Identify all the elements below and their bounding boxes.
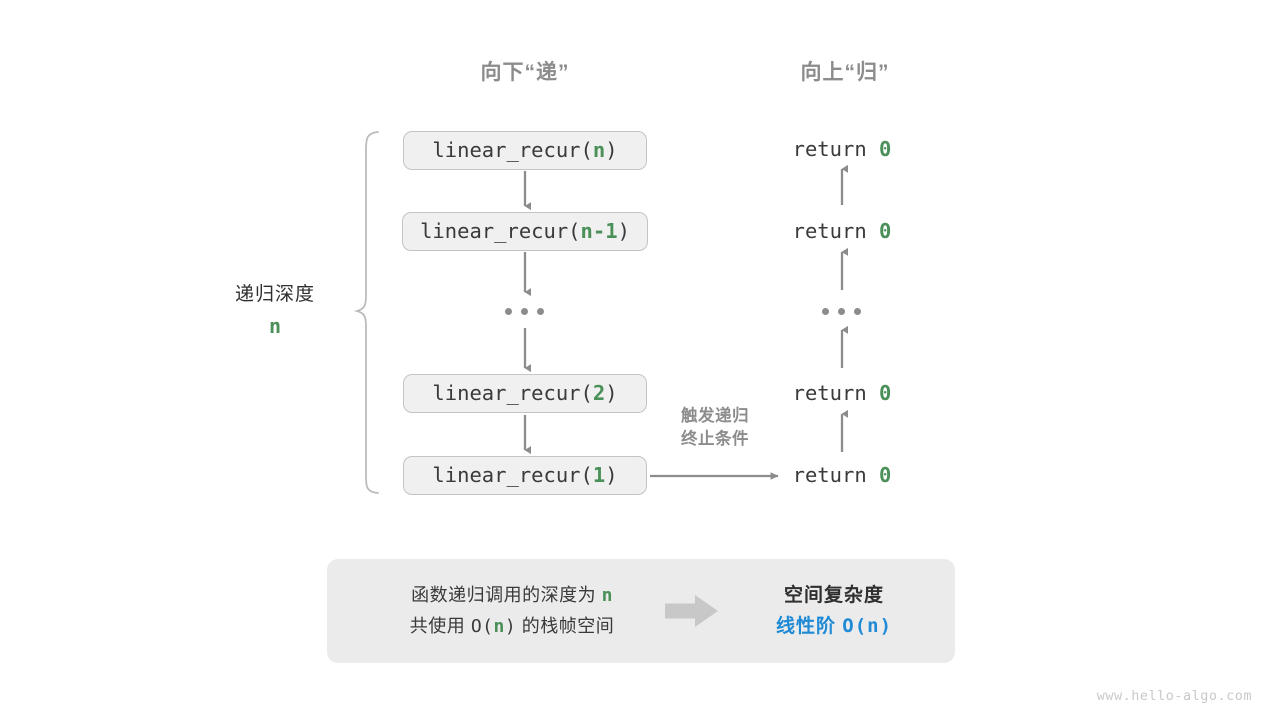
call-box-prefix: linear_recur( [432, 138, 593, 162]
dot [505, 308, 512, 315]
summary-line-1: 函数递归调用的深度为 n [367, 580, 657, 611]
dot [838, 308, 845, 315]
dot [822, 308, 829, 315]
summary-description: 函数递归调用的深度为 n 共使用 O(n) 的栈帧空间 [327, 580, 657, 642]
summary-line-2-variable: n [493, 616, 505, 637]
call-box-1: linear_recur(1) [403, 456, 647, 495]
recursion-depth-variable: n [268, 314, 282, 338]
return-keyword: return [792, 137, 867, 161]
summary-line-2-suffix: 的栈帧空间 [516, 616, 615, 636]
call-box-n: linear_recur(n) [403, 131, 647, 170]
column-header-ascend: 向上“归” [800, 61, 890, 84]
call-box-n-minus-1: linear_recur(n-1) [402, 212, 648, 251]
summary-line-2: 共使用 O(n) 的栈帧空间 [367, 611, 657, 642]
call-box-prefix: linear_recur( [420, 219, 581, 243]
return-label-n-minus-1: return 0 [722, 219, 962, 243]
summary-line-2-close: ) [504, 616, 517, 637]
return-value: 0 [879, 137, 892, 161]
summary-line-2-prefix: 共使用 [409, 616, 471, 636]
call-box-arg: n-1 [580, 219, 618, 243]
return-label-n: return 0 [722, 137, 962, 161]
call-box-suffix: ) [617, 219, 630, 243]
return-keyword: return [792, 219, 867, 243]
summary-line-1-variable: n [601, 585, 613, 606]
call-box-suffix: ) [605, 463, 618, 487]
column-header-descend: 向下“递” [480, 61, 570, 84]
site-watermark: www.hello-algo.com [1096, 688, 1252, 704]
summary-result: 空间复杂度 线性阶 O(n) [727, 581, 955, 642]
summary-arrow-slot [657, 594, 727, 628]
call-box-2: linear_recur(2) [403, 374, 647, 413]
return-value: 0 [879, 381, 892, 405]
dot [537, 308, 544, 315]
return-keyword: return [792, 381, 867, 405]
summary-line-1-text: 函数递归调用的深度为 [411, 585, 602, 605]
return-label-1: return 0 [722, 463, 962, 487]
termination-note-line-1: 触发递归 [681, 407, 749, 425]
summary-result-value: 线性阶 O(n) [727, 611, 941, 642]
return-label-2: return 0 [722, 381, 962, 405]
call-box-prefix: linear_recur( [432, 381, 593, 405]
recursion-depth-annotation: 递归深度 n [185, 282, 365, 338]
call-box-prefix: linear_recur( [432, 463, 593, 487]
call-box-arg: n [592, 138, 606, 162]
return-keyword: return [792, 463, 867, 487]
right-arrow-icon [665, 595, 718, 627]
termination-condition-note: 触发递归 终止条件 [650, 405, 780, 451]
call-box-suffix: ) [605, 138, 618, 162]
summary-panel: 函数递归调用的深度为 n 共使用 O(n) 的栈帧空间 空间复杂度 线性阶 O(… [327, 559, 955, 663]
call-box-suffix: ) [605, 381, 618, 405]
summary-result-notation: O(n) [842, 614, 893, 637]
recursion-depth-label: 递归深度 [234, 284, 315, 305]
return-value: 0 [879, 463, 892, 487]
ascend-ellipsis [822, 308, 861, 315]
summary-result-order: 线性阶 [775, 615, 843, 637]
call-box-arg: 2 [592, 381, 606, 405]
termination-note-line-2: 终止条件 [681, 430, 749, 448]
summary-line-2-bigo: O( [470, 616, 494, 637]
call-box-arg: 1 [592, 463, 606, 487]
descend-ellipsis [505, 308, 544, 315]
dot [521, 308, 528, 315]
summary-result-title: 空间复杂度 [783, 584, 884, 606]
dot [854, 308, 861, 315]
return-value: 0 [879, 219, 892, 243]
